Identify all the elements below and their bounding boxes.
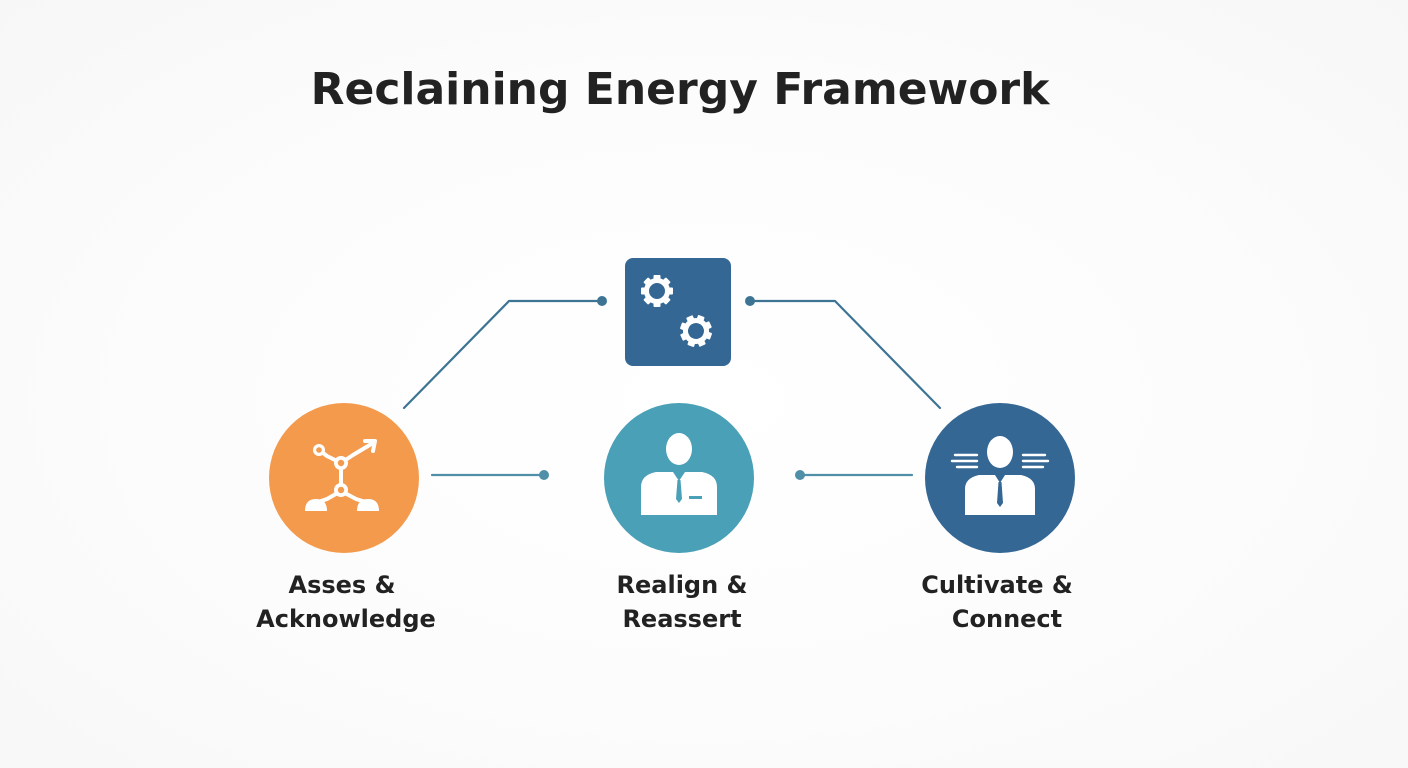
assess-label-line2: Acknowledge [256, 605, 436, 633]
assess-node [269, 403, 419, 553]
connector-dot [597, 296, 607, 306]
realign-label-line2: Reassert [622, 605, 742, 633]
connector-dot [745, 296, 755, 306]
assess-label: Asses & Acknowledge [196, 568, 496, 636]
businessperson-icon [641, 433, 717, 515]
growth-network-icon [305, 439, 379, 511]
realign-label: Realign & Reassert [532, 568, 832, 636]
assess-label-line1: Asses & [288, 571, 396, 599]
connector-dot [795, 470, 805, 480]
connector-dot [539, 470, 549, 480]
gears-icon [625, 258, 731, 366]
cultivate-label-line2: Connect [951, 605, 1063, 633]
connector-gears-to-cultivate [748, 299, 942, 410]
cultivate-label: Cultivate & Connect [847, 568, 1147, 636]
realign-node [604, 403, 754, 553]
cultivate-node [925, 403, 1075, 553]
realign-label-line1: Realign & [616, 571, 748, 599]
connector-assess-to-gears [402, 299, 604, 410]
cultivate-label-line1: Cultivate & [921, 571, 1073, 599]
speaking-businessperson-icon [950, 436, 1050, 515]
gears-node [625, 258, 731, 366]
page-title: Reclaining Energy Framework [310, 64, 1050, 115]
